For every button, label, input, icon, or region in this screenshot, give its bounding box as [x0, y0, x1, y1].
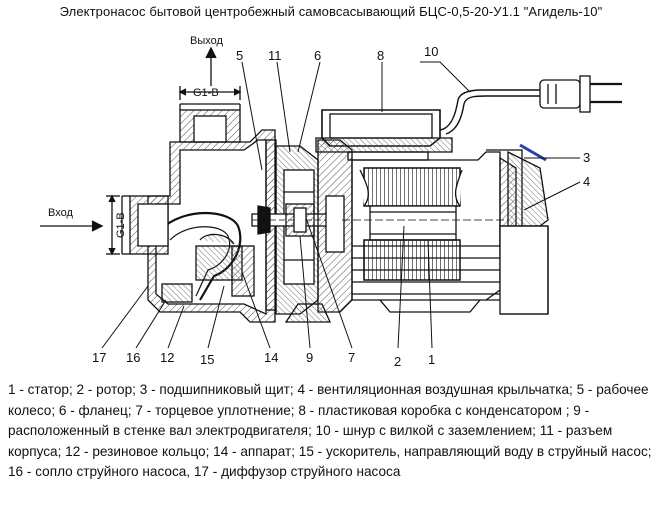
- callout-12: 11: [268, 48, 282, 63]
- capacitor-box: [315, 109, 453, 161]
- motor-housing: [342, 151, 508, 313]
- inlet-label: Вход: [48, 207, 73, 219]
- callout-8: 8: [377, 48, 384, 63]
- callout-16: 16: [126, 350, 140, 365]
- callout-15: 15: [200, 352, 214, 367]
- thread-side-label: G1-B: [115, 212, 127, 238]
- leader-lines: [101, 61, 581, 349]
- callout-3: 3: [583, 150, 590, 165]
- outlet-label: Выход: [190, 35, 223, 47]
- callout-4: 4: [583, 174, 590, 189]
- pump-cross-section-drawing: Выход Вход G1-B G1-B 5 11 6 8 10 3 4 17 …: [40, 35, 622, 369]
- parts-legend: 1 - статор; 2 - ротор; 3 - подшипниковый…: [8, 382, 652, 479]
- callout-11: 12: [160, 350, 174, 365]
- thread-top-label: G1-B: [193, 87, 219, 99]
- drawing-title: Электронасос бытовой центробежный самовс…: [59, 4, 603, 19]
- callout-10: 10: [424, 44, 438, 59]
- bearing-shield-and-fan: [486, 143, 549, 315]
- callout-2: 2: [394, 354, 401, 369]
- callout-9: 9: [306, 350, 313, 365]
- inlet-pipe: [40, 194, 169, 256]
- flange: [284, 139, 353, 323]
- callout-7: 7: [348, 350, 355, 365]
- callout-5: 5: [236, 48, 243, 63]
- power-cord-with-plug: [439, 75, 622, 135]
- callout-6: 6: [314, 48, 321, 63]
- callout-1: 1: [428, 352, 435, 367]
- callout-14: 14: [264, 350, 278, 365]
- callout-17: 17: [92, 350, 106, 365]
